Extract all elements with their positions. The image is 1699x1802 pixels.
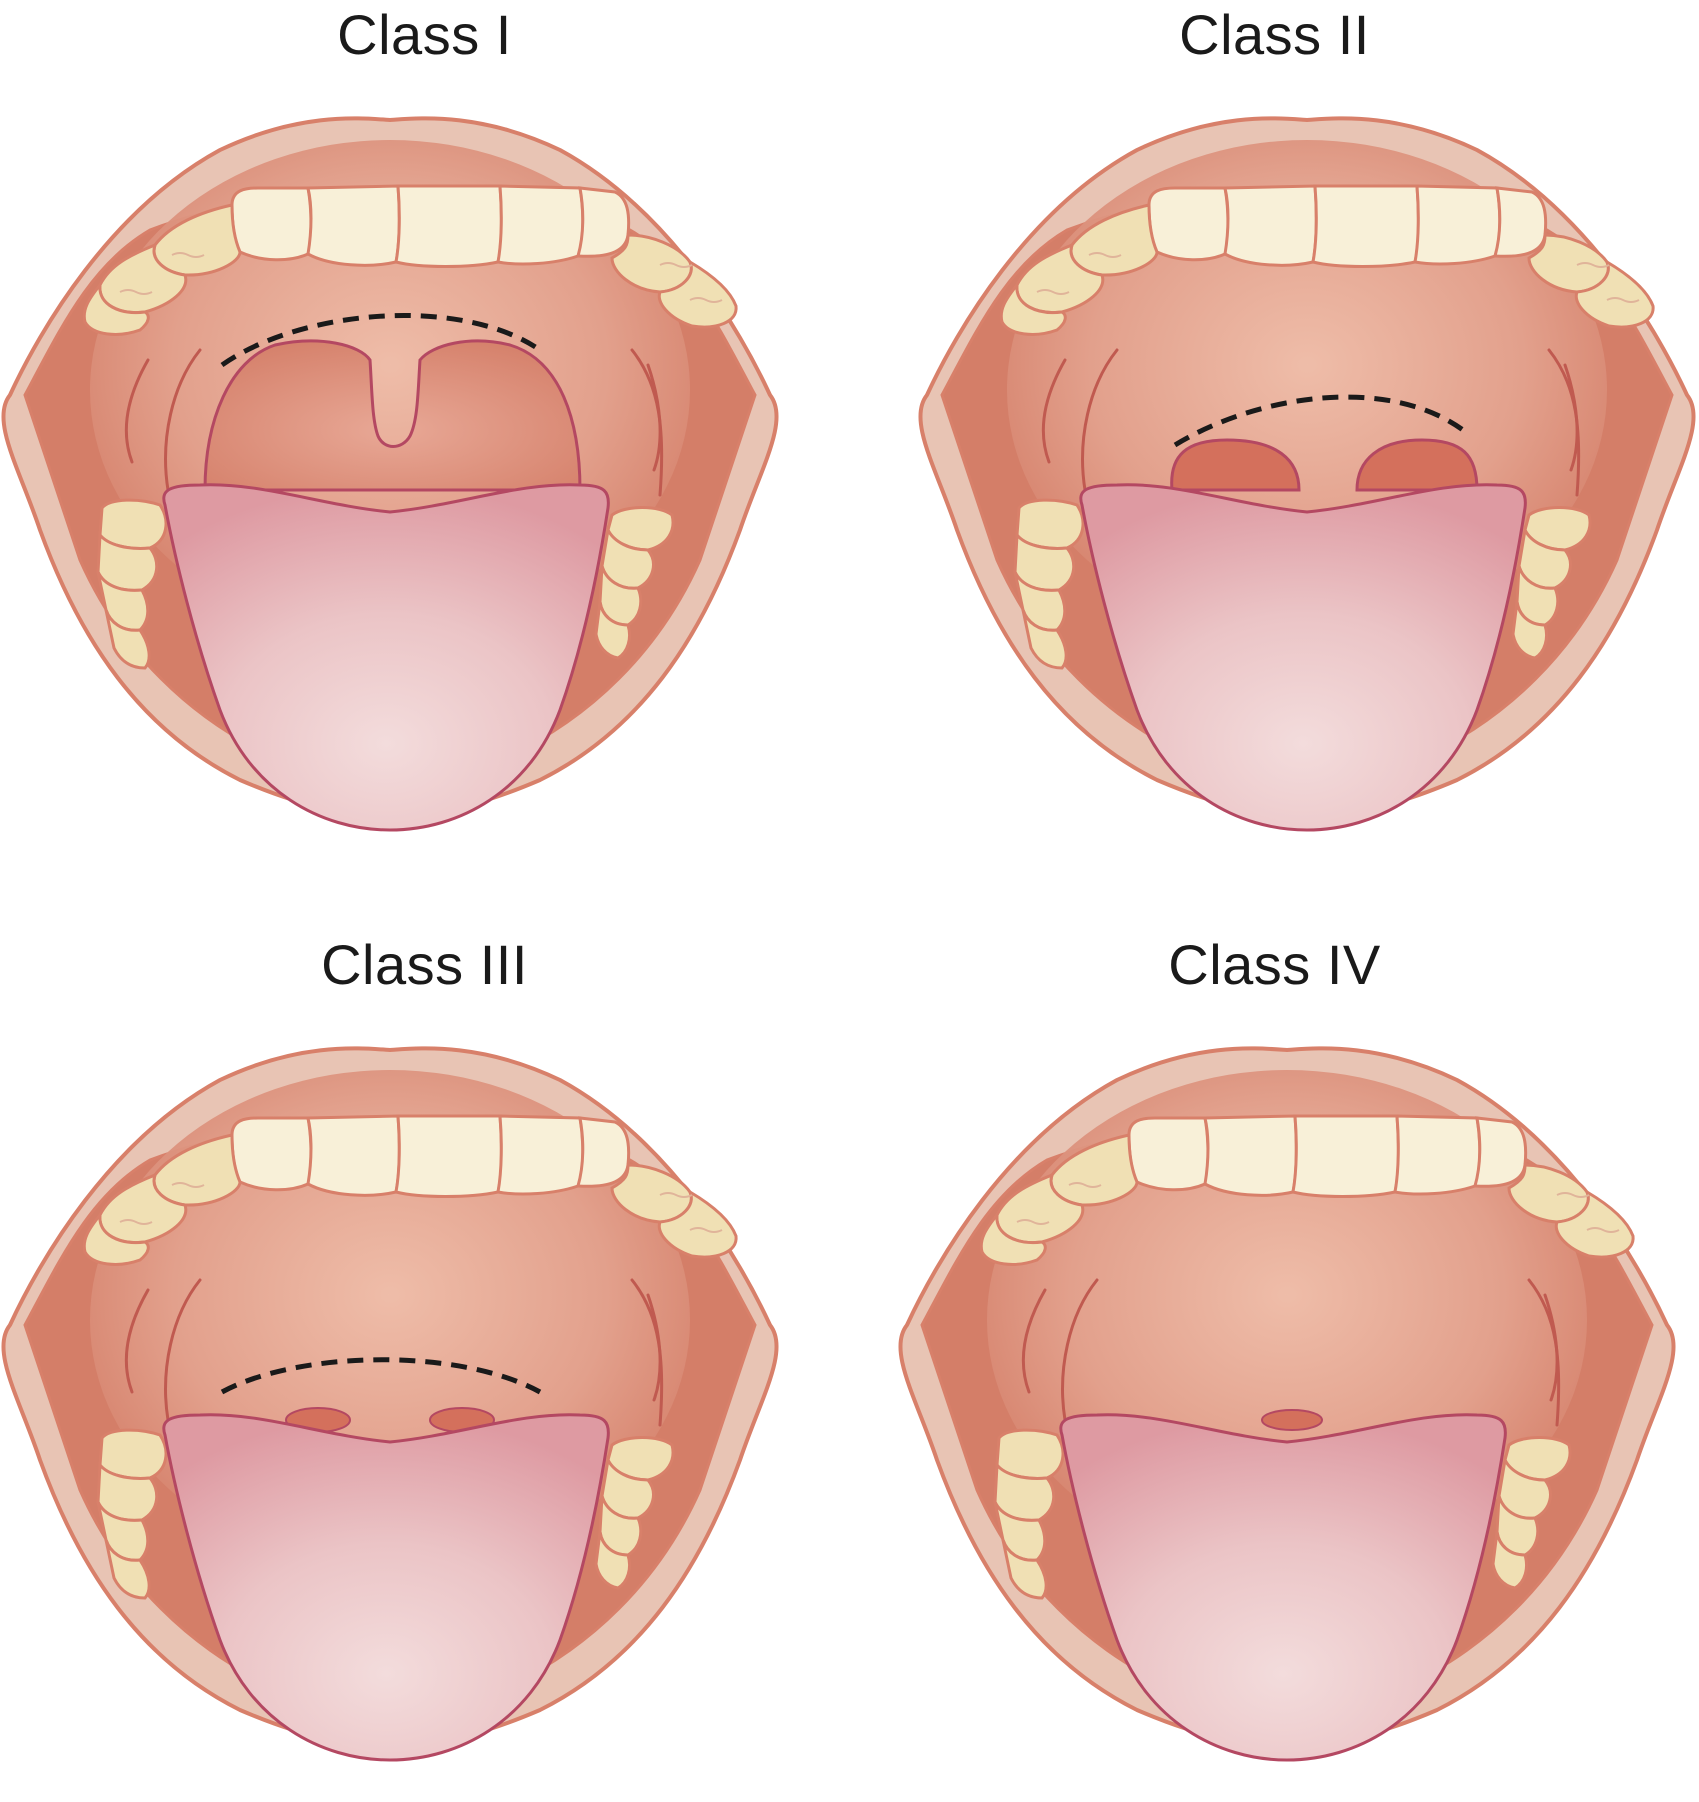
- panel-title: Class I: [337, 3, 512, 66]
- panel-title: Class II: [1179, 3, 1370, 66]
- tonsils: [1261, 1409, 1323, 1431]
- mouth-illustration: [1, 1046, 779, 1762]
- mouth-illustration: [918, 116, 1696, 832]
- panel-title: Class IV: [1168, 933, 1381, 996]
- panel-title: Class III: [321, 933, 528, 996]
- dashed-palate-line: [220, 313, 542, 368]
- mouth-illustration: [898, 1046, 1676, 1762]
- panel-class-2: Class II: [850, 0, 1699, 872]
- panel-class-1: Class I: [0, 0, 849, 872]
- mouth-illustration: [1, 116, 779, 832]
- dashed-palate-line: [220, 1357, 542, 1395]
- panel-class-3: Class III: [0, 930, 849, 1802]
- dashed-palate-line: [1173, 394, 1465, 448]
- panel-class-4: Class IV: [850, 930, 1699, 1802]
- tonsils: [1170, 438, 1479, 492]
- uvula-and-tonsils: [203, 339, 582, 492]
